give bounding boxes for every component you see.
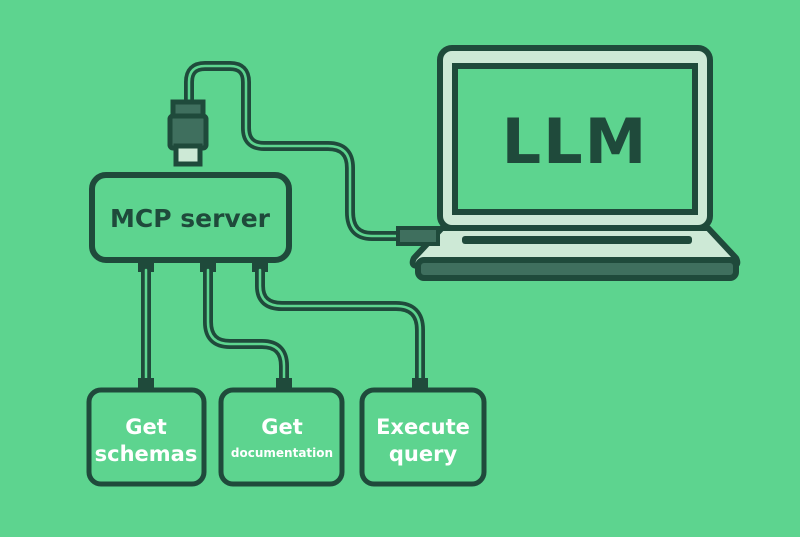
tool-documentation-line2: documentation <box>231 446 333 460</box>
cable-to-documentation <box>203 265 289 385</box>
usb-plug-icon <box>167 99 209 167</box>
tool-get-schemas: Get schemas <box>86 387 207 487</box>
tool-query-line1: Execute <box>376 415 470 439</box>
mcp-server-box: MCP server <box>89 172 292 272</box>
tool-documentation-line1: Get <box>261 415 303 439</box>
laptop-icon: LLM <box>396 45 741 281</box>
tool-schemas-line2: schemas <box>95 442 198 466</box>
tool-execute-query: Execute query <box>359 387 487 487</box>
llm-label: LLM <box>502 105 649 178</box>
tool-query-line2: query <box>389 442 458 466</box>
server-label: MCP server <box>110 204 271 233</box>
tool-get-documentation: Get documentation <box>218 387 345 487</box>
tool-schemas-line1: Get <box>125 415 167 439</box>
